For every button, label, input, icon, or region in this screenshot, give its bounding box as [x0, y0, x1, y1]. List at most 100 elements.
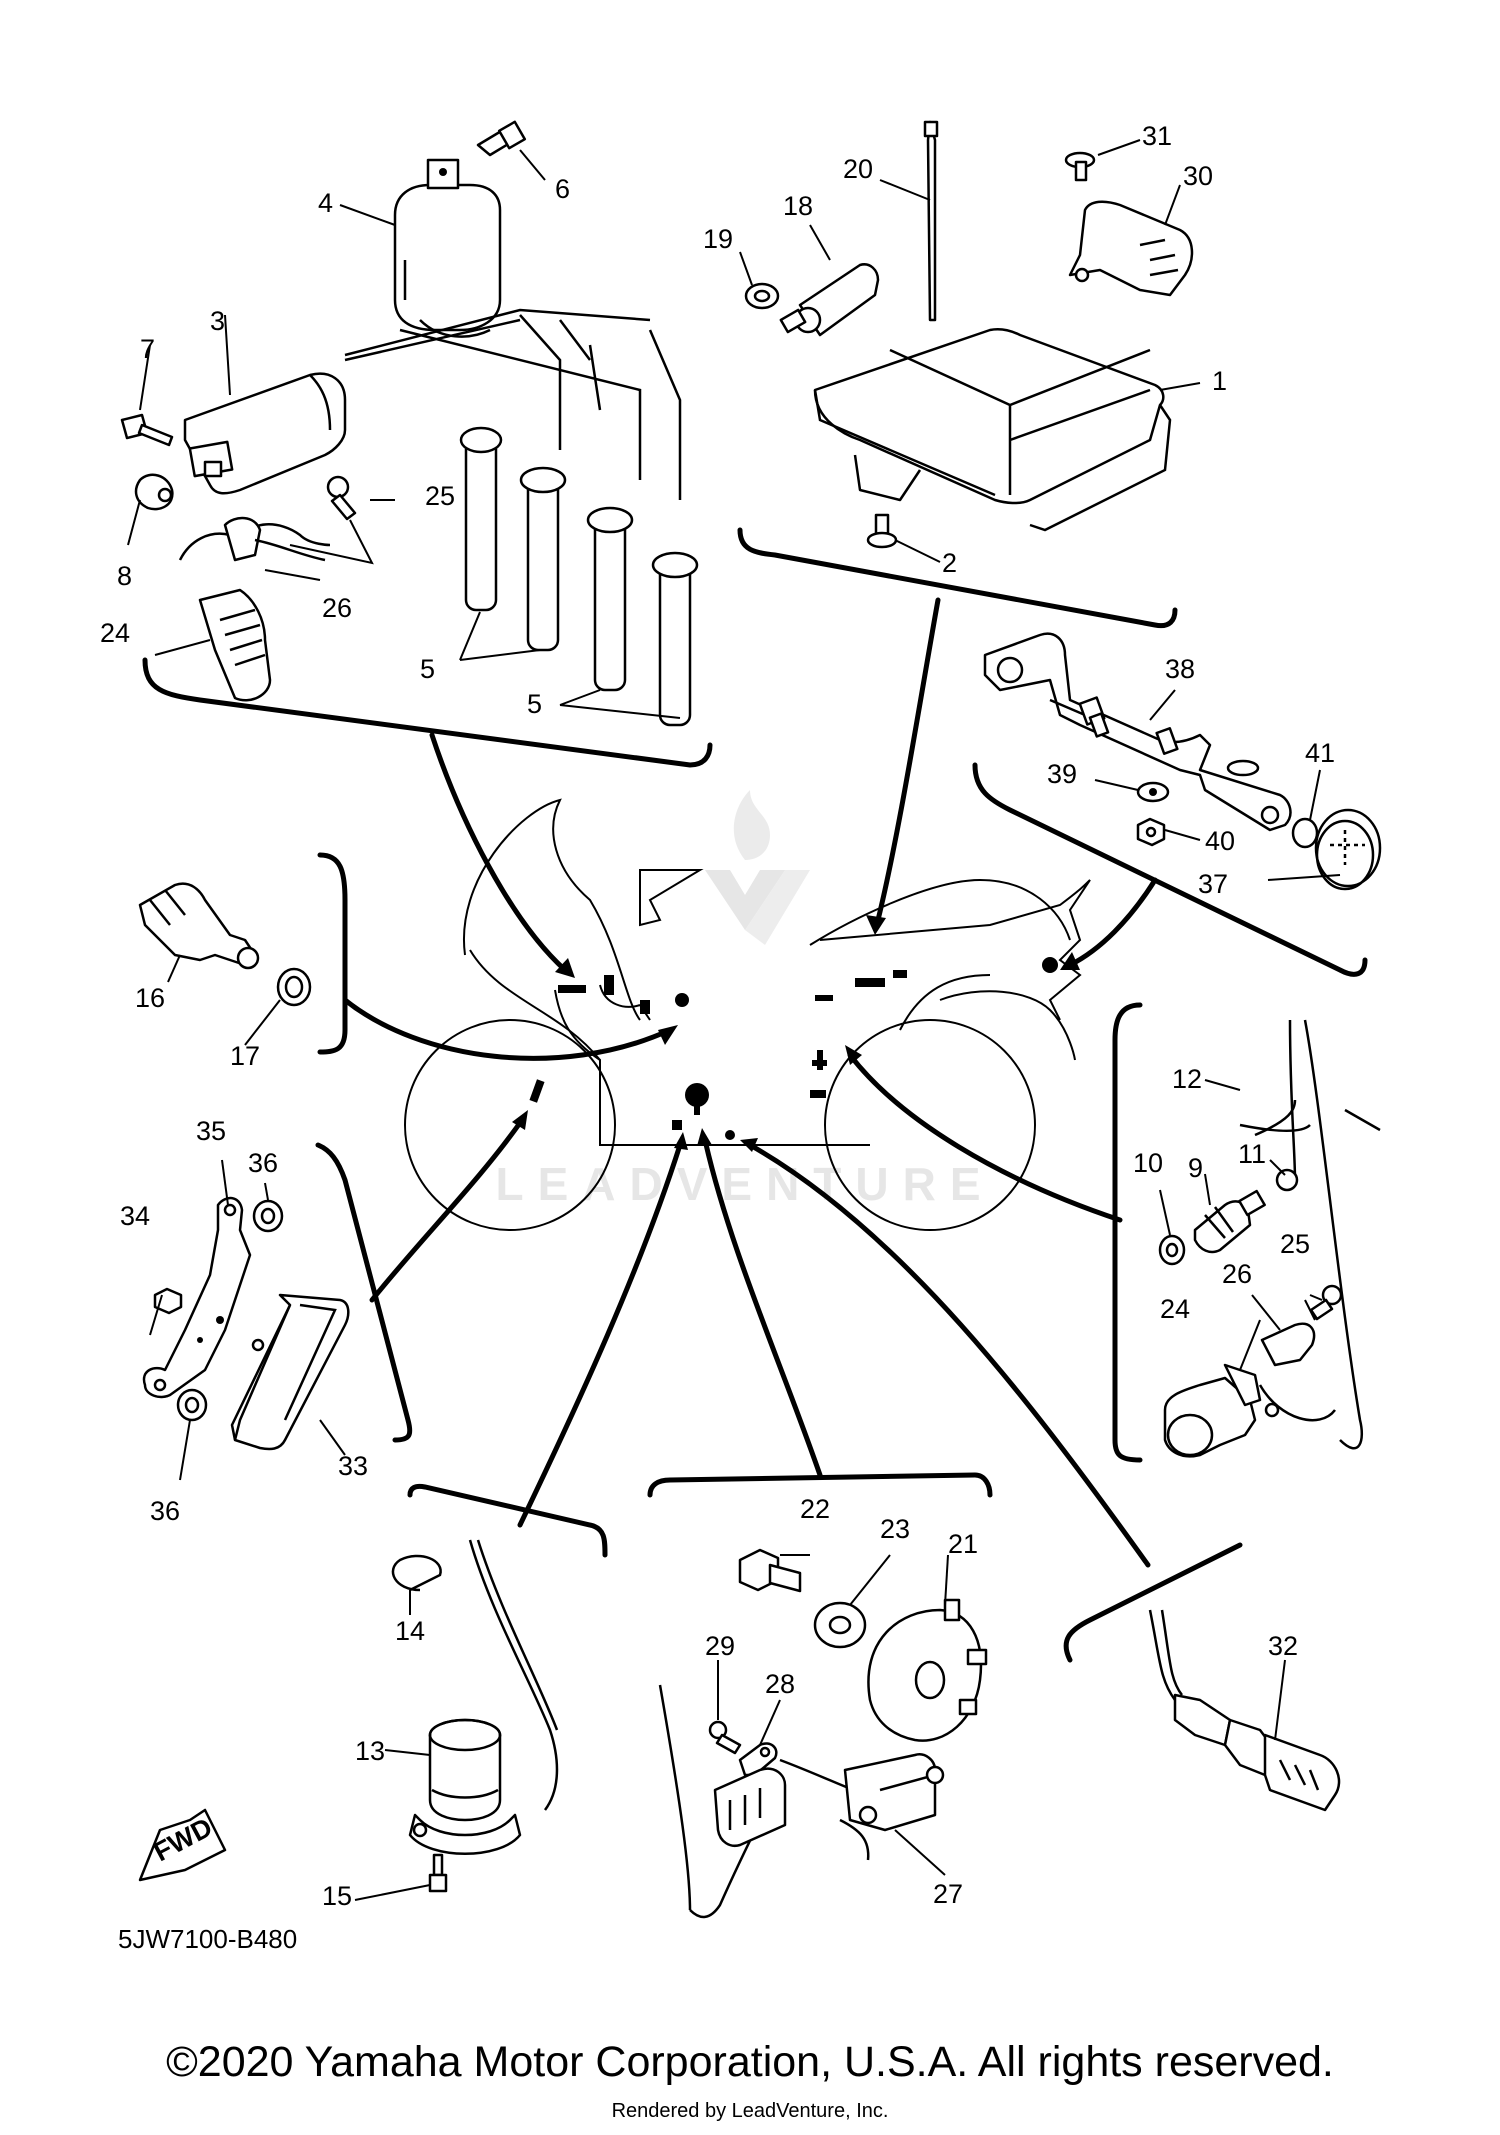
connector-11	[1275, 1168, 1299, 1192]
callout-25b: 25	[1280, 1229, 1310, 1259]
callout-8: 8	[117, 561, 132, 591]
watermark-text: LEADVENTURE	[495, 1158, 994, 1210]
callout-21: 21	[948, 1529, 978, 1559]
sensor-16	[138, 882, 260, 970]
callout-12: 12	[1172, 1064, 1202, 1094]
callout-3: 3	[210, 306, 225, 336]
callout-37: 37	[1198, 869, 1228, 899]
callout-13: 13	[355, 1736, 385, 1766]
callout-38: 38	[1165, 654, 1195, 684]
sensor-9	[1193, 1189, 1266, 1254]
bolt-25-right	[1309, 1284, 1343, 1321]
callout-6: 6	[555, 174, 570, 204]
callout-26b: 26	[1222, 1259, 1252, 1289]
bolt-22	[738, 1548, 802, 1593]
center-component-markers	[529, 957, 1058, 1140]
callout-11: 11	[1238, 1139, 1266, 1169]
screw-31	[1064, 151, 1096, 182]
callout-10: 10	[1133, 1148, 1163, 1178]
callout-1: 1	[1212, 366, 1227, 396]
clamp-26-right	[1260, 1322, 1316, 1367]
callout-18: 18	[783, 191, 813, 221]
bolt-25-top	[326, 475, 357, 521]
callout-14: 14	[395, 1616, 425, 1646]
bolt-6	[476, 120, 527, 157]
callout-24b: 24	[1160, 1294, 1190, 1324]
bolt-15	[428, 1853, 448, 1893]
washer-19	[744, 282, 780, 310]
wire-right	[1239, 1019, 1381, 1450]
watermark-logo	[705, 790, 810, 945]
washer-23	[813, 1601, 867, 1649]
callout-36a: 36	[248, 1148, 278, 1178]
callout-36b: 36	[150, 1496, 180, 1526]
grommet-41	[1291, 817, 1319, 849]
bracket-35	[142, 1196, 252, 1399]
callout-5b: 5	[527, 689, 542, 719]
callout-32: 32	[1268, 1631, 1298, 1661]
callout-20: 20	[843, 154, 873, 184]
fwd-arrow: FWD	[138, 1808, 227, 1882]
washer-39	[1136, 781, 1170, 803]
bolt-38a	[1078, 696, 1110, 738]
callout-40: 40	[1205, 826, 1235, 856]
callout-41: 41	[1305, 738, 1335, 768]
callout-29: 29	[705, 1631, 735, 1661]
cap-37	[1314, 808, 1382, 891]
wire-13	[468, 1539, 559, 1811]
bolt-29	[708, 1720, 742, 1755]
callout-leaders	[127, 139, 1341, 1901]
callout-23: 23	[880, 1514, 910, 1544]
ecu-1	[813, 327, 1172, 532]
callout-2: 2	[942, 548, 957, 578]
ignition-coil-3	[183, 372, 347, 495]
callout-9: 9	[1188, 1153, 1203, 1183]
relay-33	[230, 1293, 350, 1451]
callout-17: 17	[230, 1041, 260, 1071]
o2-sensor-32	[1148, 1609, 1341, 1812]
washer-10	[1158, 1234, 1186, 1266]
sensor-24-right	[1163, 1363, 1280, 1458]
bolt-2	[866, 513, 898, 549]
callout-31: 31	[1142, 121, 1172, 151]
callout-30: 30	[1183, 161, 1213, 191]
callout-16: 16	[135, 983, 165, 1013]
callout-5a: 5	[420, 654, 435, 684]
callout-24a: 24	[100, 618, 130, 648]
pickup-coil-27	[843, 1753, 945, 1832]
washer-36-top	[252, 1199, 284, 1233]
callout-25a: 25	[425, 481, 455, 511]
callout-34: 34	[120, 1201, 150, 1231]
clip-14	[391, 1554, 442, 1592]
copyright-notice: ©2020 Yamaha Motor Corporation, U.S.A. A…	[166, 2038, 1334, 2086]
callout-26a: 26	[322, 593, 352, 623]
callout-39: 39	[1047, 759, 1077, 789]
bolt-38b	[1155, 727, 1179, 755]
group-brackets	[142, 527, 1368, 1663]
callout-22: 22	[800, 1494, 830, 1524]
callout-33: 33	[338, 1451, 368, 1481]
callout-28: 28	[765, 1669, 795, 1699]
cable-tie-20	[923, 120, 939, 322]
ignition-coil-4	[393, 158, 502, 338]
rendered-by-notice: Rendered by LeadVenture, Inc.	[611, 2100, 889, 2122]
leader-25-bracket	[289, 519, 374, 565]
washer-17	[276, 967, 312, 1007]
nut-34	[153, 1287, 183, 1315]
bolt-7	[120, 413, 174, 447]
connector-27	[713, 1767, 787, 1847]
callout-4: 4	[318, 188, 333, 218]
sensor-24-top	[178, 516, 331, 702]
callout-labels: 1 2 3 4 5 5 6 7 8 9 10 11 12 13 14 15 16…	[100, 121, 1335, 1911]
washer-36-bottom	[176, 1388, 208, 1422]
motorcycle-outline	[404, 798, 1091, 1231]
callout-35: 35	[196, 1116, 226, 1146]
sensor-30	[1068, 200, 1194, 297]
diagram-reference-code: 5JW7100-B480	[118, 1924, 298, 1954]
solenoid-13	[408, 1718, 522, 1855]
leader-curves	[342, 597, 1158, 1568]
bracket-38	[983, 632, 1292, 832]
spark-plug-caps-5	[344, 308, 699, 727]
callout-19: 19	[703, 224, 733, 254]
